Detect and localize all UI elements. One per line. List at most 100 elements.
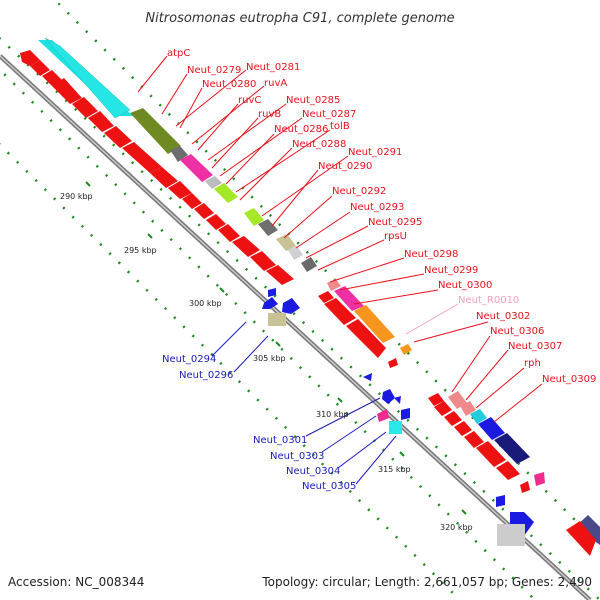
leader-line xyxy=(353,289,439,305)
genome-summary-text: Topology: circular; Length: 2,661,057 bp… xyxy=(261,575,592,589)
feature-bar-blue xyxy=(478,417,505,440)
leader-line xyxy=(475,367,525,409)
tick-label: 315 kbp xyxy=(378,465,411,474)
feature-bar-navy xyxy=(494,433,530,464)
tick-label: 305 kbp xyxy=(253,354,286,363)
gene-label-Neut_0299[interactable]: Neut_0299 xyxy=(424,265,478,276)
rev-arrow xyxy=(382,389,395,404)
fwd-arrow xyxy=(168,181,192,199)
leader-line xyxy=(413,321,489,343)
tick-label: 310 kbp xyxy=(316,410,349,419)
gene-label-ruvC[interactable]: ruvC xyxy=(238,95,261,106)
gene-label-Neut_0281[interactable]: Neut_0281 xyxy=(246,62,300,73)
rev-bar-silver xyxy=(497,524,525,546)
map-title: Nitrosomonas eutropha C91, complete geno… xyxy=(145,11,454,26)
rev-arrow xyxy=(363,373,372,381)
gene-label-Neut_0287[interactable]: Neut_0287 xyxy=(302,109,356,120)
leader-line xyxy=(207,103,287,161)
feature-bar-cyan-2 xyxy=(44,37,131,119)
fwd-arrow xyxy=(194,203,214,219)
rev-arrow xyxy=(268,288,276,297)
leader-line xyxy=(137,55,168,93)
gene-label-rpsU[interactable]: rpsU xyxy=(384,231,407,242)
fwd-arrow xyxy=(52,78,82,104)
leader-line xyxy=(295,211,351,249)
gene-label-Neut_0301[interactable]: Neut_0301 xyxy=(253,435,307,446)
rev-arrow xyxy=(394,396,401,404)
feature-bar-gray-2 xyxy=(301,257,317,272)
gene-label-Neut_0291[interactable]: Neut_0291 xyxy=(348,147,402,158)
fwd-arrow xyxy=(122,142,162,173)
inner-features xyxy=(377,409,545,486)
leader-line xyxy=(271,169,319,227)
gene-label-Neut_0302[interactable]: Neut_0302 xyxy=(476,311,530,322)
leader-line xyxy=(451,335,491,393)
fwd-arrow xyxy=(104,126,132,148)
fwd-arrow xyxy=(182,193,202,209)
leader-line xyxy=(321,415,377,453)
gene-label-Neut_0309[interactable]: Neut_0309 xyxy=(542,374,596,385)
gene-label-Neut_0290[interactable]: Neut_0290 xyxy=(318,161,372,172)
gene-label-Neut_0296[interactable]: Neut_0296 xyxy=(179,370,233,381)
gene-label-Neut_R0010[interactable]: Neut_R0010 xyxy=(458,295,519,306)
gene-label-Neut_0286[interactable]: Neut_0286 xyxy=(274,124,328,135)
tick-labels: 290 kbp 295 kbp 300 kbp 305 kbp 310 kbp … xyxy=(60,181,473,532)
gene-label-Neut_0280[interactable]: Neut_0280 xyxy=(202,79,256,90)
feature-bar-orange-2 xyxy=(400,344,412,355)
forward-gene-labels: atpC Neut_0279 Neut_0281 Neut_0280 ruvA … xyxy=(167,48,596,385)
gene-label-Neut_0305[interactable]: Neut_0305 xyxy=(302,481,356,492)
feature-bar-lightgray xyxy=(205,176,222,189)
backbone xyxy=(0,54,592,600)
reverse-leaders xyxy=(211,321,397,485)
gene-label-Neut_0307[interactable]: Neut_0307 xyxy=(508,341,562,352)
leader-line xyxy=(235,129,331,193)
gene-label-rph[interactable]: rph xyxy=(524,358,541,369)
leader-line xyxy=(175,69,247,127)
tick-mark xyxy=(147,233,153,239)
gene-label-Neut_0292[interactable]: Neut_0292 xyxy=(332,186,386,197)
feature-bar-salmon-3 xyxy=(460,401,476,416)
gene-label-ruvB[interactable]: ruvB xyxy=(258,109,281,120)
fwd-arrow xyxy=(30,60,50,76)
gene-label-tolB[interactable]: tolB xyxy=(330,121,350,132)
fwd-arrow xyxy=(150,167,178,188)
leader-line xyxy=(179,87,203,129)
gene-label-atpC[interactable]: atpC xyxy=(167,48,190,59)
tick-label: 290 kbp xyxy=(60,192,93,201)
gene-label-Neut_0288[interactable]: Neut_0288 xyxy=(292,139,346,150)
gene-label-Neut_0294[interactable]: Neut_0294 xyxy=(162,354,216,365)
leader-line xyxy=(329,257,405,283)
fwd-arrow xyxy=(520,481,530,493)
gene-label-Neut_0306[interactable]: Neut_0306 xyxy=(490,326,544,337)
gene-label-Neut_0300[interactable]: Neut_0300 xyxy=(438,280,492,291)
accession-text: Accession: NC_008344 xyxy=(8,575,144,589)
fwd-arrow xyxy=(476,441,506,467)
fwd-arrow xyxy=(266,265,294,285)
leader-line xyxy=(239,147,293,201)
gene-label-Neut_0279[interactable]: Neut_0279 xyxy=(187,65,241,76)
gene-label-Neut_0295[interactable]: Neut_0295 xyxy=(368,217,422,228)
gene-label-Neut_0304[interactable]: Neut_0304 xyxy=(286,466,340,477)
gene-label-ruvA[interactable]: ruvA xyxy=(264,78,287,89)
fwd-arrow xyxy=(206,214,226,230)
gene-label-Neut_0285[interactable]: Neut_0285 xyxy=(286,95,340,106)
feature-pink-small-2 xyxy=(377,409,389,422)
leader-line xyxy=(465,349,509,401)
tick-mark xyxy=(219,287,225,293)
fwd-arrow xyxy=(566,521,596,556)
fwd-arrow xyxy=(318,291,334,303)
leader-line xyxy=(339,273,425,291)
gene-label-Neut_0303[interactable]: Neut_0303 xyxy=(270,451,324,462)
reverse-gene-labels: Neut_0294 Neut_0296 Neut_0301 Neut_0303 … xyxy=(162,354,356,492)
gene-label-Neut_0293[interactable]: Neut_0293 xyxy=(350,202,404,213)
feature-bar-salmon-2 xyxy=(448,391,467,409)
forward-arrows xyxy=(20,50,596,556)
fwd-arrow xyxy=(444,411,462,426)
fwd-arrow xyxy=(72,97,98,118)
gene-label-Neut_0298[interactable]: Neut_0298 xyxy=(404,249,458,260)
fwd-arrow xyxy=(218,224,240,242)
tick-label: 295 kbp xyxy=(124,246,157,255)
fwd-arrow xyxy=(232,236,260,257)
leader-line xyxy=(355,435,397,485)
fwd-arrow xyxy=(20,50,40,66)
